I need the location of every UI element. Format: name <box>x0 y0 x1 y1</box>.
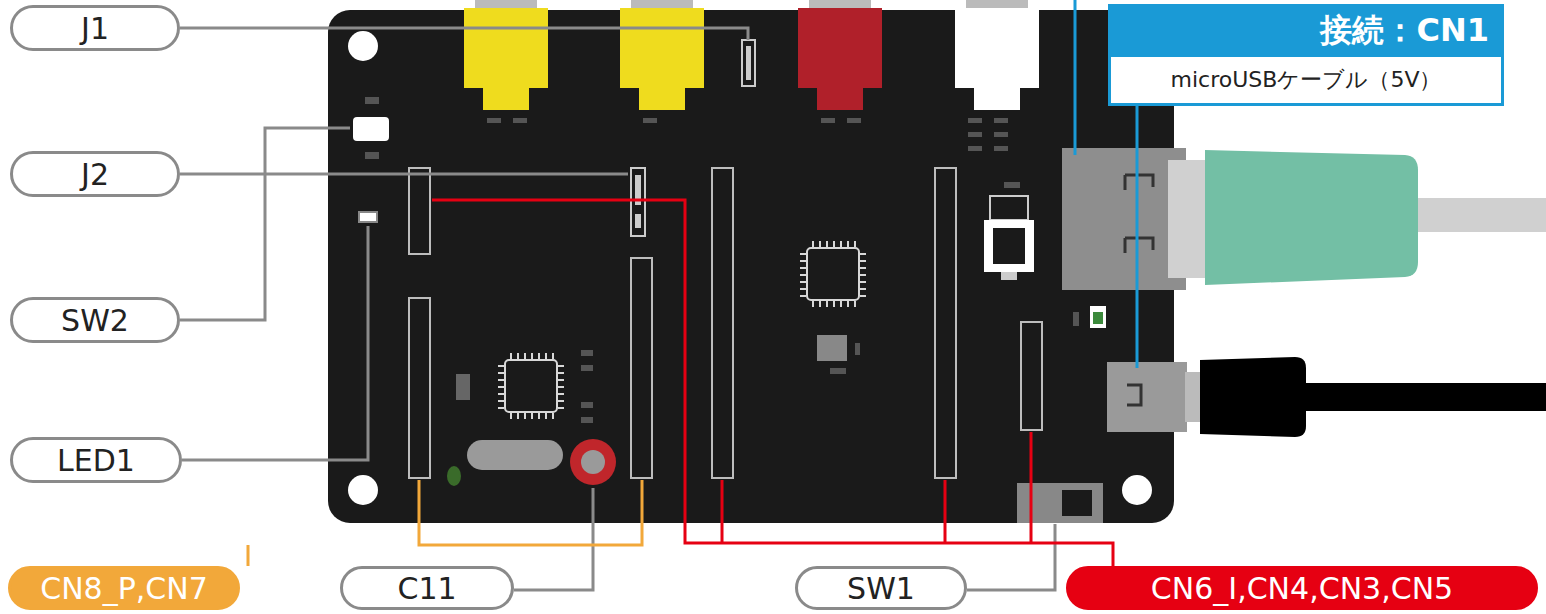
callout-label: J2 <box>10 151 180 197</box>
callout-body: microUSBケーブル（5V） <box>1111 57 1501 103</box>
callout-label: CN6_I,CN4,CN3,CN5 <box>1066 566 1538 610</box>
callout-label: C11 <box>340 566 514 610</box>
callout-label: SW1 <box>795 566 967 610</box>
part-name: LED1 <box>57 443 135 478</box>
part-name: J1 <box>81 11 109 46</box>
part-name: SW2 <box>61 303 129 338</box>
connection-callout: 接続：CN1microUSBケーブル（5V） <box>1108 4 1504 106</box>
callout-label: LED1 <box>10 437 182 483</box>
part-name: CN6_I,CN4,CN3,CN5 <box>1151 571 1453 606</box>
part-name: CN8_P,CN7 <box>40 571 208 606</box>
part-name: C11 <box>397 571 456 606</box>
callout-label: J1 <box>10 5 180 51</box>
callout-heading: 接続：CN1 <box>1111 7 1501 57</box>
part-name: SW1 <box>847 571 915 606</box>
leader-lines <box>180 28 1055 590</box>
part-name: J2 <box>81 157 109 192</box>
callout-label: SW2 <box>10 297 180 343</box>
callout-label: CN8_P,CN7 <box>8 566 240 610</box>
